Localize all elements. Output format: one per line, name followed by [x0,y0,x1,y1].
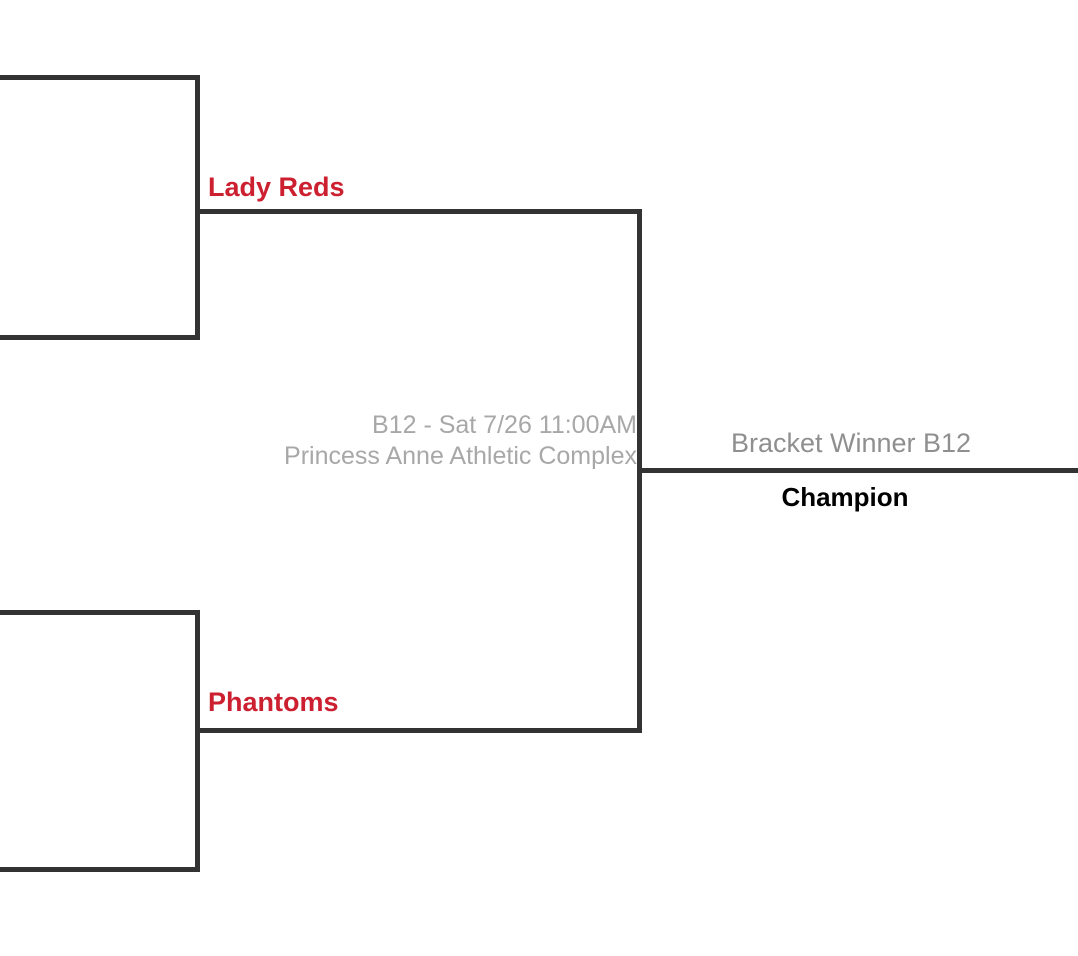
semifinal-match-box-top[interactable]: AM etic Complex - [0,75,200,340]
final-match-datetime: B12 - Sat 7/26 11:00AM [372,411,637,439]
connector-top-horizontal [200,209,642,214]
champion-winner-placeholder: Bracket Winner B12 [730,428,972,458]
winner-label-bottom[interactable]: Phantoms [208,687,339,717]
champion-label: Champion [781,482,909,512]
semifinal-match-box-bottom[interactable]: AM etic Complex - [0,610,200,872]
winner-label-top[interactable]: Lady Reds [208,172,345,202]
final-match-venue: Princess Anne Athletic Complex [284,442,637,470]
connector-bottom-horizontal [200,728,642,733]
final-match-info: B12 - Sat 7/26 11:00AM Princess Anne Ath… [137,410,637,472]
semifinal-top-meta: AM etic Complex - [0,225,183,256]
connector-champion-horizontal [637,468,1078,473]
